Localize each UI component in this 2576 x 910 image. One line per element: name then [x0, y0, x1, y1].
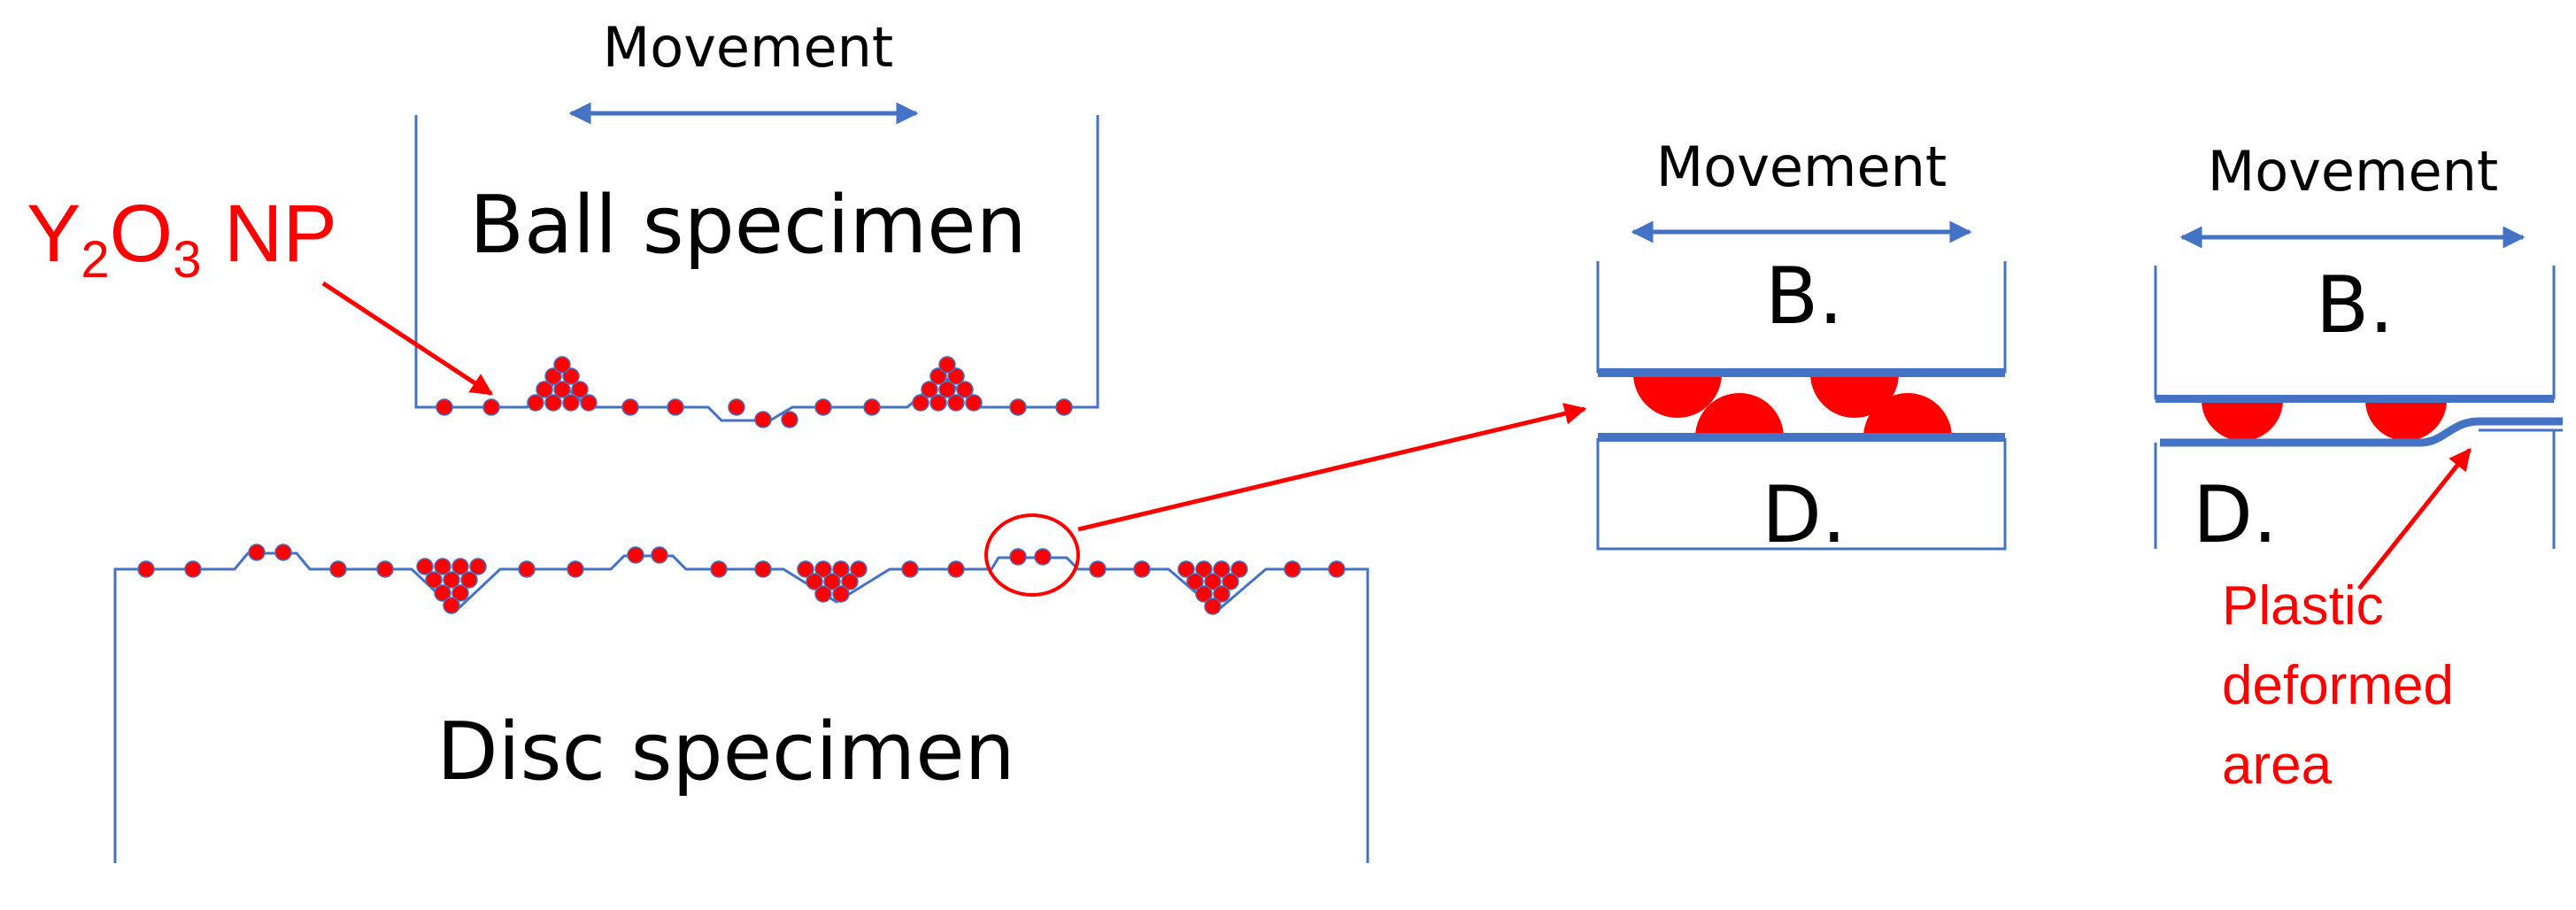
disc-surface-middle	[1598, 433, 2005, 442]
disc-specimen-outline	[113, 551, 1369, 863]
zoom-callout	[984, 403, 1587, 597]
disc-label-middle: D.	[1762, 469, 1847, 560]
disc-specimen-label: Disc specimen	[436, 706, 1014, 798]
disc-particles	[137, 544, 1346, 615]
contact-detail-middle: Movement B. D.	[1596, 135, 2007, 560]
ball-label-right: B.	[2316, 259, 2394, 351]
particles-right	[2202, 400, 2447, 441]
plastic-label-line3: area	[2222, 735, 2333, 796]
ball-particles	[436, 356, 1073, 428]
disc-specimen: Disc specimen	[113, 551, 1369, 863]
disc-block-middle	[1596, 438, 2007, 551]
zoom-pointer-arrow	[1077, 403, 1587, 532]
movement-label-left: Movement	[603, 15, 893, 80]
np-label: Y2O3 NP	[27, 189, 494, 397]
movement-label-right: Movement	[2208, 139, 2498, 204]
disc-label-right: D.	[2193, 469, 2278, 560]
np-label-text: Y2O3 NP	[27, 189, 337, 289]
ball-specimen: Ball specimen	[414, 115, 1099, 422]
ball-specimen-label: Ball specimen	[469, 179, 1026, 272]
contact-detail-right: Movement B. D. Plastic deformed area	[2154, 139, 2563, 796]
plastic-deformed-label: Plastic deformed area	[2222, 575, 2454, 796]
ball-surface-middle	[1598, 368, 2005, 377]
plastic-label-line2: deformed	[2222, 655, 2454, 716]
ball-surface-right	[2156, 395, 2554, 403]
particles-middle	[1633, 374, 1952, 437]
movement-indicator-left: Movement	[568, 15, 919, 125]
plastic-pointer-arrow	[2357, 448, 2472, 590]
zoom-circle	[984, 513, 1080, 597]
np-pointer-arrow	[321, 281, 494, 397]
movement-label-middle: Movement	[1656, 135, 1947, 199]
ball-label-middle: B.	[1765, 251, 1843, 342]
deformed-disc-surface	[2160, 417, 2563, 447]
plastic-label-line1: Plastic	[2222, 575, 2384, 636]
